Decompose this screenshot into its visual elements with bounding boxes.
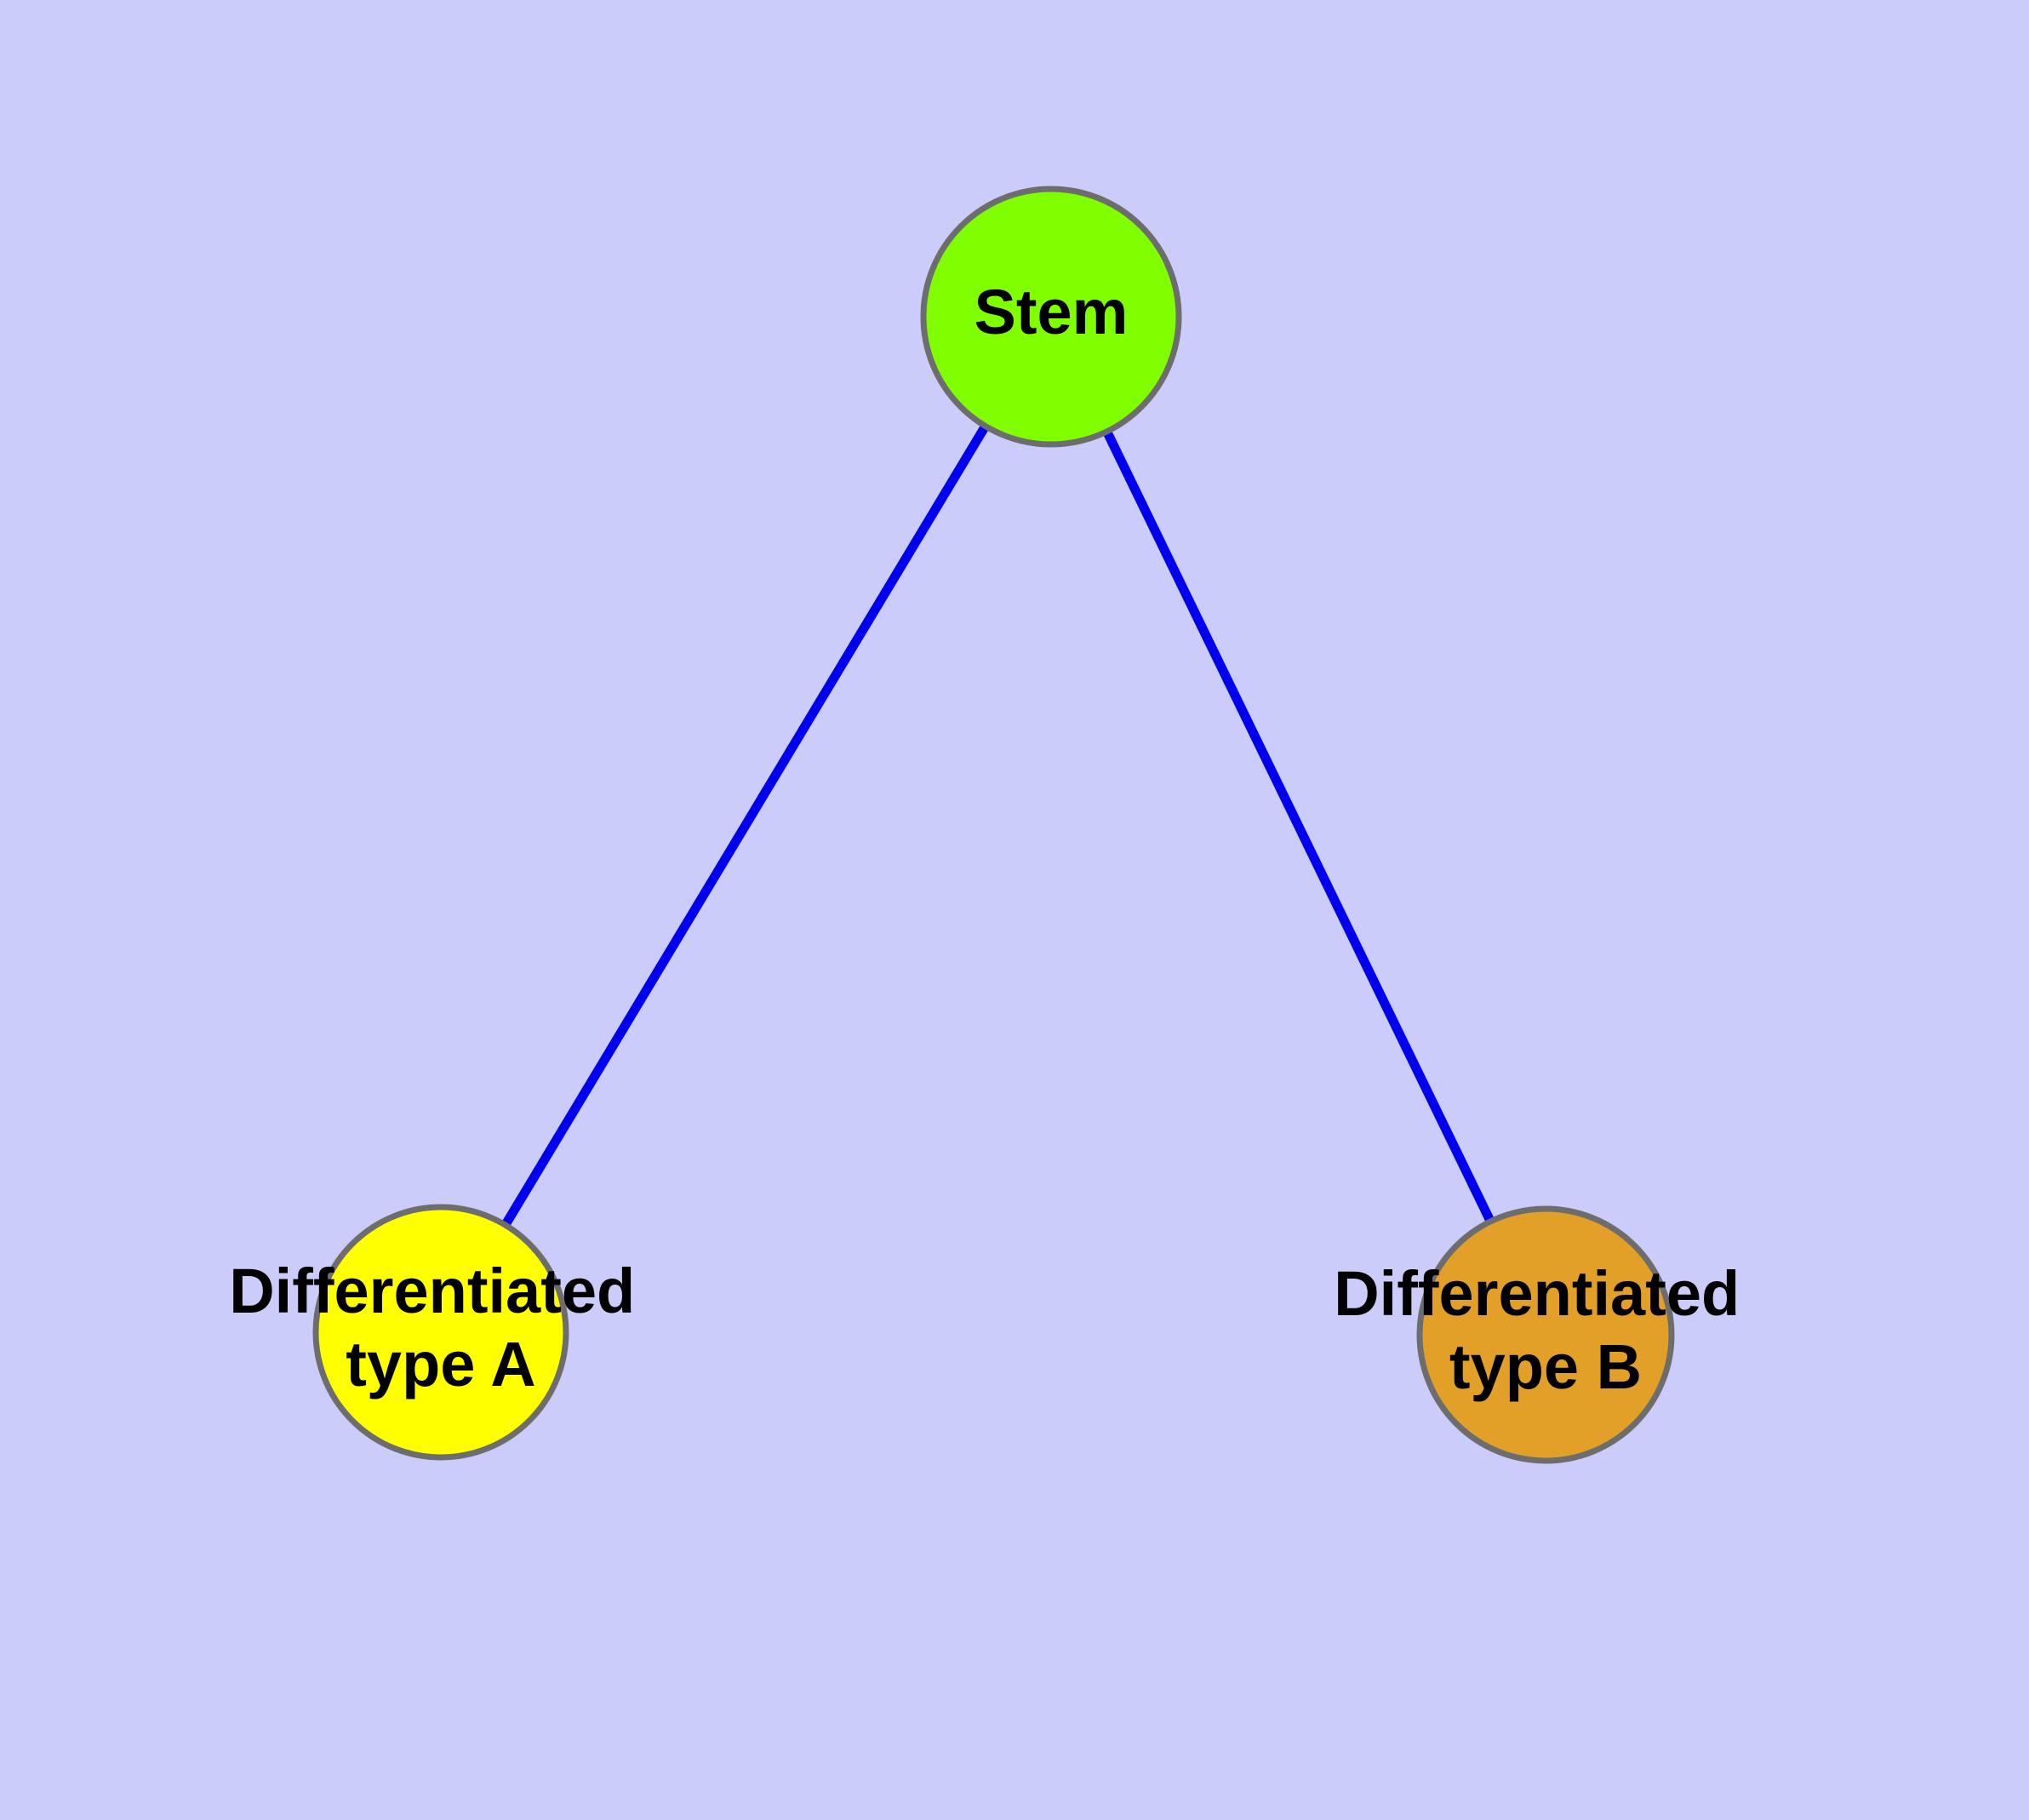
edge-stem-to-differentiated-type-b[interactable] [1047, 314, 1550, 1337]
labels-layer: Differentiated type A Differentiated typ… [229, 277, 1758, 1402]
node-label-line-2: type B [1449, 1331, 1642, 1401]
node-label-line-1: Stem [974, 277, 1129, 347]
edges-layer [437, 314, 1550, 1337]
node-label-stem: Stem [974, 277, 1129, 347]
edge-stem-to-differentiated-type-a[interactable] [437, 314, 1055, 1335]
node-differentiated-type-a[interactable] [312, 1204, 569, 1461]
node-circle-differentiated-type-b[interactable] [1416, 1205, 1675, 1464]
nodes-layer [312, 186, 1675, 1464]
node-differentiated-type-b[interactable] [1416, 1205, 1675, 1464]
node-label-line-1: Differentiated [1334, 1258, 1740, 1329]
node-label-differentiated-type-a: Differentiated type A [229, 1256, 653, 1399]
node-label-line-1: Differentiated [229, 1256, 635, 1326]
node-circle-differentiated-type-a[interactable] [312, 1204, 569, 1461]
node-stem[interactable] [920, 186, 1182, 448]
node-label-line-2: type A [346, 1328, 535, 1399]
node-label-differentiated-type-b: Differentiated type B [1334, 1258, 1758, 1402]
node-circle-stem[interactable] [920, 186, 1182, 448]
